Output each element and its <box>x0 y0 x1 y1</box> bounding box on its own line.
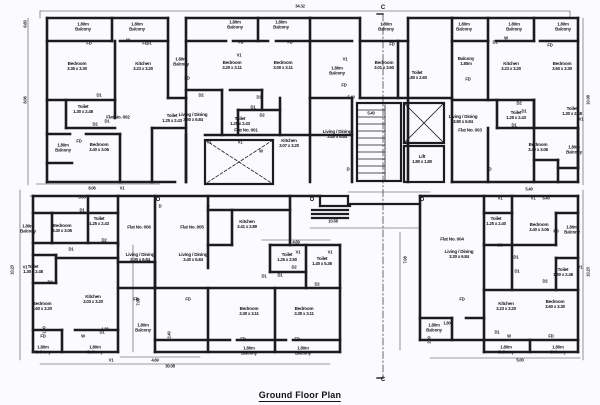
lift-shaft <box>402 144 446 184</box>
walls-core <box>308 16 454 184</box>
walls-bottom-centre-wing <box>153 194 342 354</box>
dimension-lines <box>19 10 584 365</box>
corridor-connector <box>308 194 422 220</box>
shaft-x-top <box>204 139 274 185</box>
section-arrow-marks <box>376 13 384 379</box>
walls-bottom-left-wing <box>31 194 322 354</box>
walls-top-left-wing <box>45 16 188 184</box>
walls-top-right-wing <box>450 16 580 184</box>
walls-bottom-right-wing <box>418 194 580 354</box>
shaft-core <box>402 101 446 145</box>
corridor-nodes <box>155 196 424 201</box>
shaft-top <box>203 138 275 186</box>
walls-right-balcony-mid <box>556 126 580 170</box>
page-title: Ground Floor Plan <box>258 390 342 402</box>
staircase-enclosure <box>355 101 403 183</box>
shaft-x-core <box>403 102 445 144</box>
walls-top-centre-wing <box>184 16 312 184</box>
stair-treads <box>356 104 386 181</box>
